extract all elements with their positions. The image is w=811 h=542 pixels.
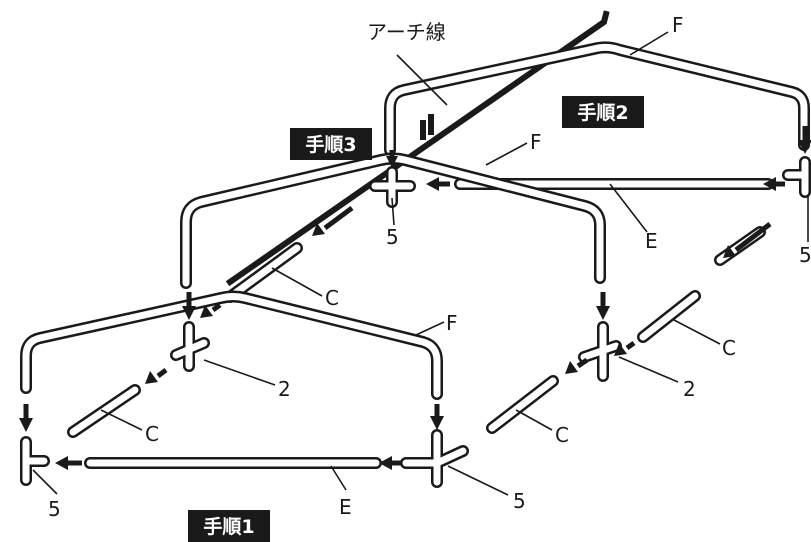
step3-badge: 手順3: [290, 128, 372, 160]
part-c-label-center: C: [555, 423, 569, 447]
part-2-label-right: 2: [683, 377, 696, 401]
part-5-label-back: 5: [799, 243, 811, 267]
step2-label: 手順2: [577, 101, 628, 124]
part-5-label-right: 5: [513, 489, 526, 513]
part-e-label-front: E: [339, 495, 352, 519]
assembly-arrows: [19, 126, 811, 470]
part-f-label-front: F: [446, 311, 458, 335]
step2-badge: 手順2: [562, 96, 644, 128]
part-5-label-middle: 5: [386, 225, 399, 249]
part-c-label-middle: C: [325, 286, 339, 310]
part-f-label-back: F: [672, 13, 684, 37]
part-c-label-right: C: [722, 336, 736, 360]
step3-label: 手順3: [305, 133, 356, 156]
front-frame: [20, 290, 559, 488]
arch-wire: [225, 10, 610, 287]
part-f-label-middle: F: [530, 130, 542, 154]
part-2-label-left: 2: [278, 377, 291, 401]
part-e-label-back: E: [645, 229, 658, 253]
step1-label: 手順1: [203, 515, 254, 538]
part-c-label-left: C: [145, 422, 159, 446]
step1-badge: 手順1: [188, 510, 270, 542]
leader-lines: [32, 31, 809, 496]
part-5-label-left: 5: [48, 497, 61, 521]
arch-wire-label: アーチ線: [367, 20, 446, 44]
